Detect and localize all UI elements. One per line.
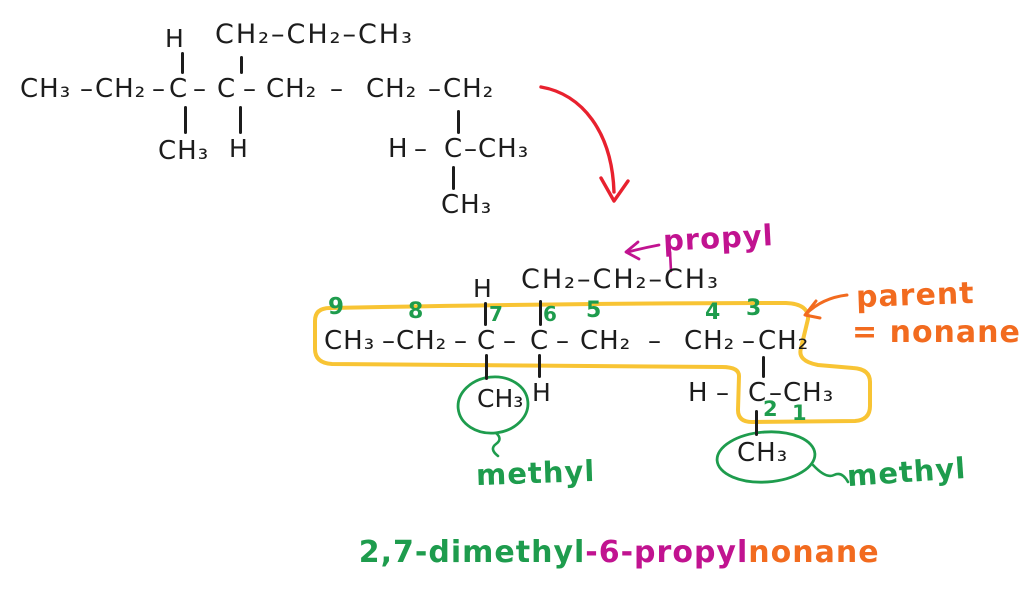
bot-chain-ch2-d: CH₂ <box>758 326 810 356</box>
carbon-number-6: 6 <box>543 302 557 326</box>
parent-label-line1: parent <box>855 275 976 316</box>
bond-dash: – <box>152 74 166 104</box>
top-methyl-substituent: CH₃ <box>158 136 210 166</box>
top-branch-ch3: CH₃ <box>478 134 530 164</box>
bond-vertical <box>762 356 765 378</box>
bond-vertical <box>239 106 242 134</box>
top-branch-ch3-bottom: CH₃ <box>441 190 493 220</box>
top-branch-c: C <box>444 134 464 164</box>
bond-dash: – <box>80 74 94 104</box>
bot-branch-ch3-bottom: CH₃ <box>737 438 789 468</box>
bot-branch-h: H <box>688 378 709 408</box>
bot-branch-ch3-c1: CH₃ <box>783 378 835 408</box>
bond-dash: – <box>556 326 570 356</box>
bot-chain-c6: C <box>530 326 550 356</box>
bond-dash: – <box>330 74 344 104</box>
top-h-substituent-b: H <box>229 134 248 163</box>
bond-vertical <box>452 166 455 190</box>
top-chain-ch3-a: CH₃ <box>20 74 72 104</box>
bond-vertical <box>755 410 758 436</box>
bond-dash: – <box>648 326 662 356</box>
top-chain-ch2-c: CH₂ <box>366 74 418 104</box>
parent-arrow <box>803 293 849 320</box>
bond-dash: – <box>716 378 730 408</box>
bot-chain-ch2-a: CH₂ <box>396 326 448 356</box>
bond-dash: – <box>414 134 428 164</box>
bond-vertical <box>484 302 487 326</box>
carbon-number-8: 8 <box>408 299 424 324</box>
propyl-label: propyl <box>662 218 775 258</box>
carbon-number-2: 2 <box>763 397 778 421</box>
methyl-label-left: methyl <box>475 453 596 493</box>
iupac-name: 2,7-dimethyl-6-propylnonane <box>313 500 880 605</box>
carbon-number-3: 3 <box>746 296 762 321</box>
top-branch-h: H <box>388 134 409 164</box>
bond-dash: – <box>742 326 756 356</box>
carbon-number-5: 5 <box>586 298 602 323</box>
bot-h-substituent: H <box>473 274 492 303</box>
carbon-number-7: 7 <box>489 302 503 326</box>
parent-label-line2: = nonane <box>852 315 1021 350</box>
top-propyl-branch: CH₂–CH₂–CH₃ <box>215 19 414 50</box>
bot-chain-c7: C <box>477 326 497 356</box>
bot-chain-ch2-b: CH₂ <box>580 326 632 356</box>
iupac-name-parent-part: nonane <box>748 535 880 570</box>
top-chain-c-b: C <box>217 74 237 104</box>
red-arrow <box>539 85 630 203</box>
bond-dash: – <box>464 134 478 164</box>
bond-vertical <box>240 56 243 74</box>
bond-dash: – <box>428 74 442 104</box>
whiteboard-canvas: H CH₂–CH₂–CH₃ CH₃ – CH₂ – C – C – CH₂ – … <box>20 19 1021 570</box>
methyl-squiggle-left <box>491 431 501 458</box>
bot-chain-ch2-c: CH₂ <box>684 326 736 356</box>
methyl-label-right: methyl <box>845 450 968 494</box>
carbon-number-1: 1 <box>792 401 807 425</box>
bond-vertical <box>184 106 187 134</box>
bond-dash: – <box>503 326 517 356</box>
bot-h-substituent-b: H <box>532 378 551 407</box>
carbon-number-4: 4 <box>705 300 721 325</box>
bond-dash: – <box>243 74 257 104</box>
carbon-number-9: 9 <box>328 294 345 320</box>
bond-vertical <box>181 52 184 74</box>
bot-methyl-substituent: CH₃ <box>477 384 524 413</box>
bond-vertical <box>457 110 460 134</box>
top-chain-ch2-a: CH₂ <box>95 74 147 104</box>
methyl-squiggle-right <box>811 463 850 484</box>
top-chain-c-a: C <box>169 74 189 104</box>
top-h-substituent: H <box>165 24 184 53</box>
iupac-name-propyl-part: -6-propyl <box>585 535 749 570</box>
bond-vertical <box>538 354 541 378</box>
bot-propyl-branch: CH₂–CH₂–CH₃ <box>521 264 720 295</box>
bot-chain-ch3-a: CH₃ <box>324 326 376 356</box>
bond-vertical <box>485 354 488 380</box>
bond-dash: – <box>382 326 396 356</box>
top-chain-ch2-d: CH₂ <box>443 74 495 104</box>
bond-dash: – <box>454 326 468 356</box>
bond-dash: – <box>193 74 207 104</box>
bond-vertical <box>539 300 542 326</box>
iupac-name-dimethyl-part: 2,7-dimethyl <box>358 535 586 570</box>
top-chain-ch2-b: CH₂ <box>266 74 318 104</box>
